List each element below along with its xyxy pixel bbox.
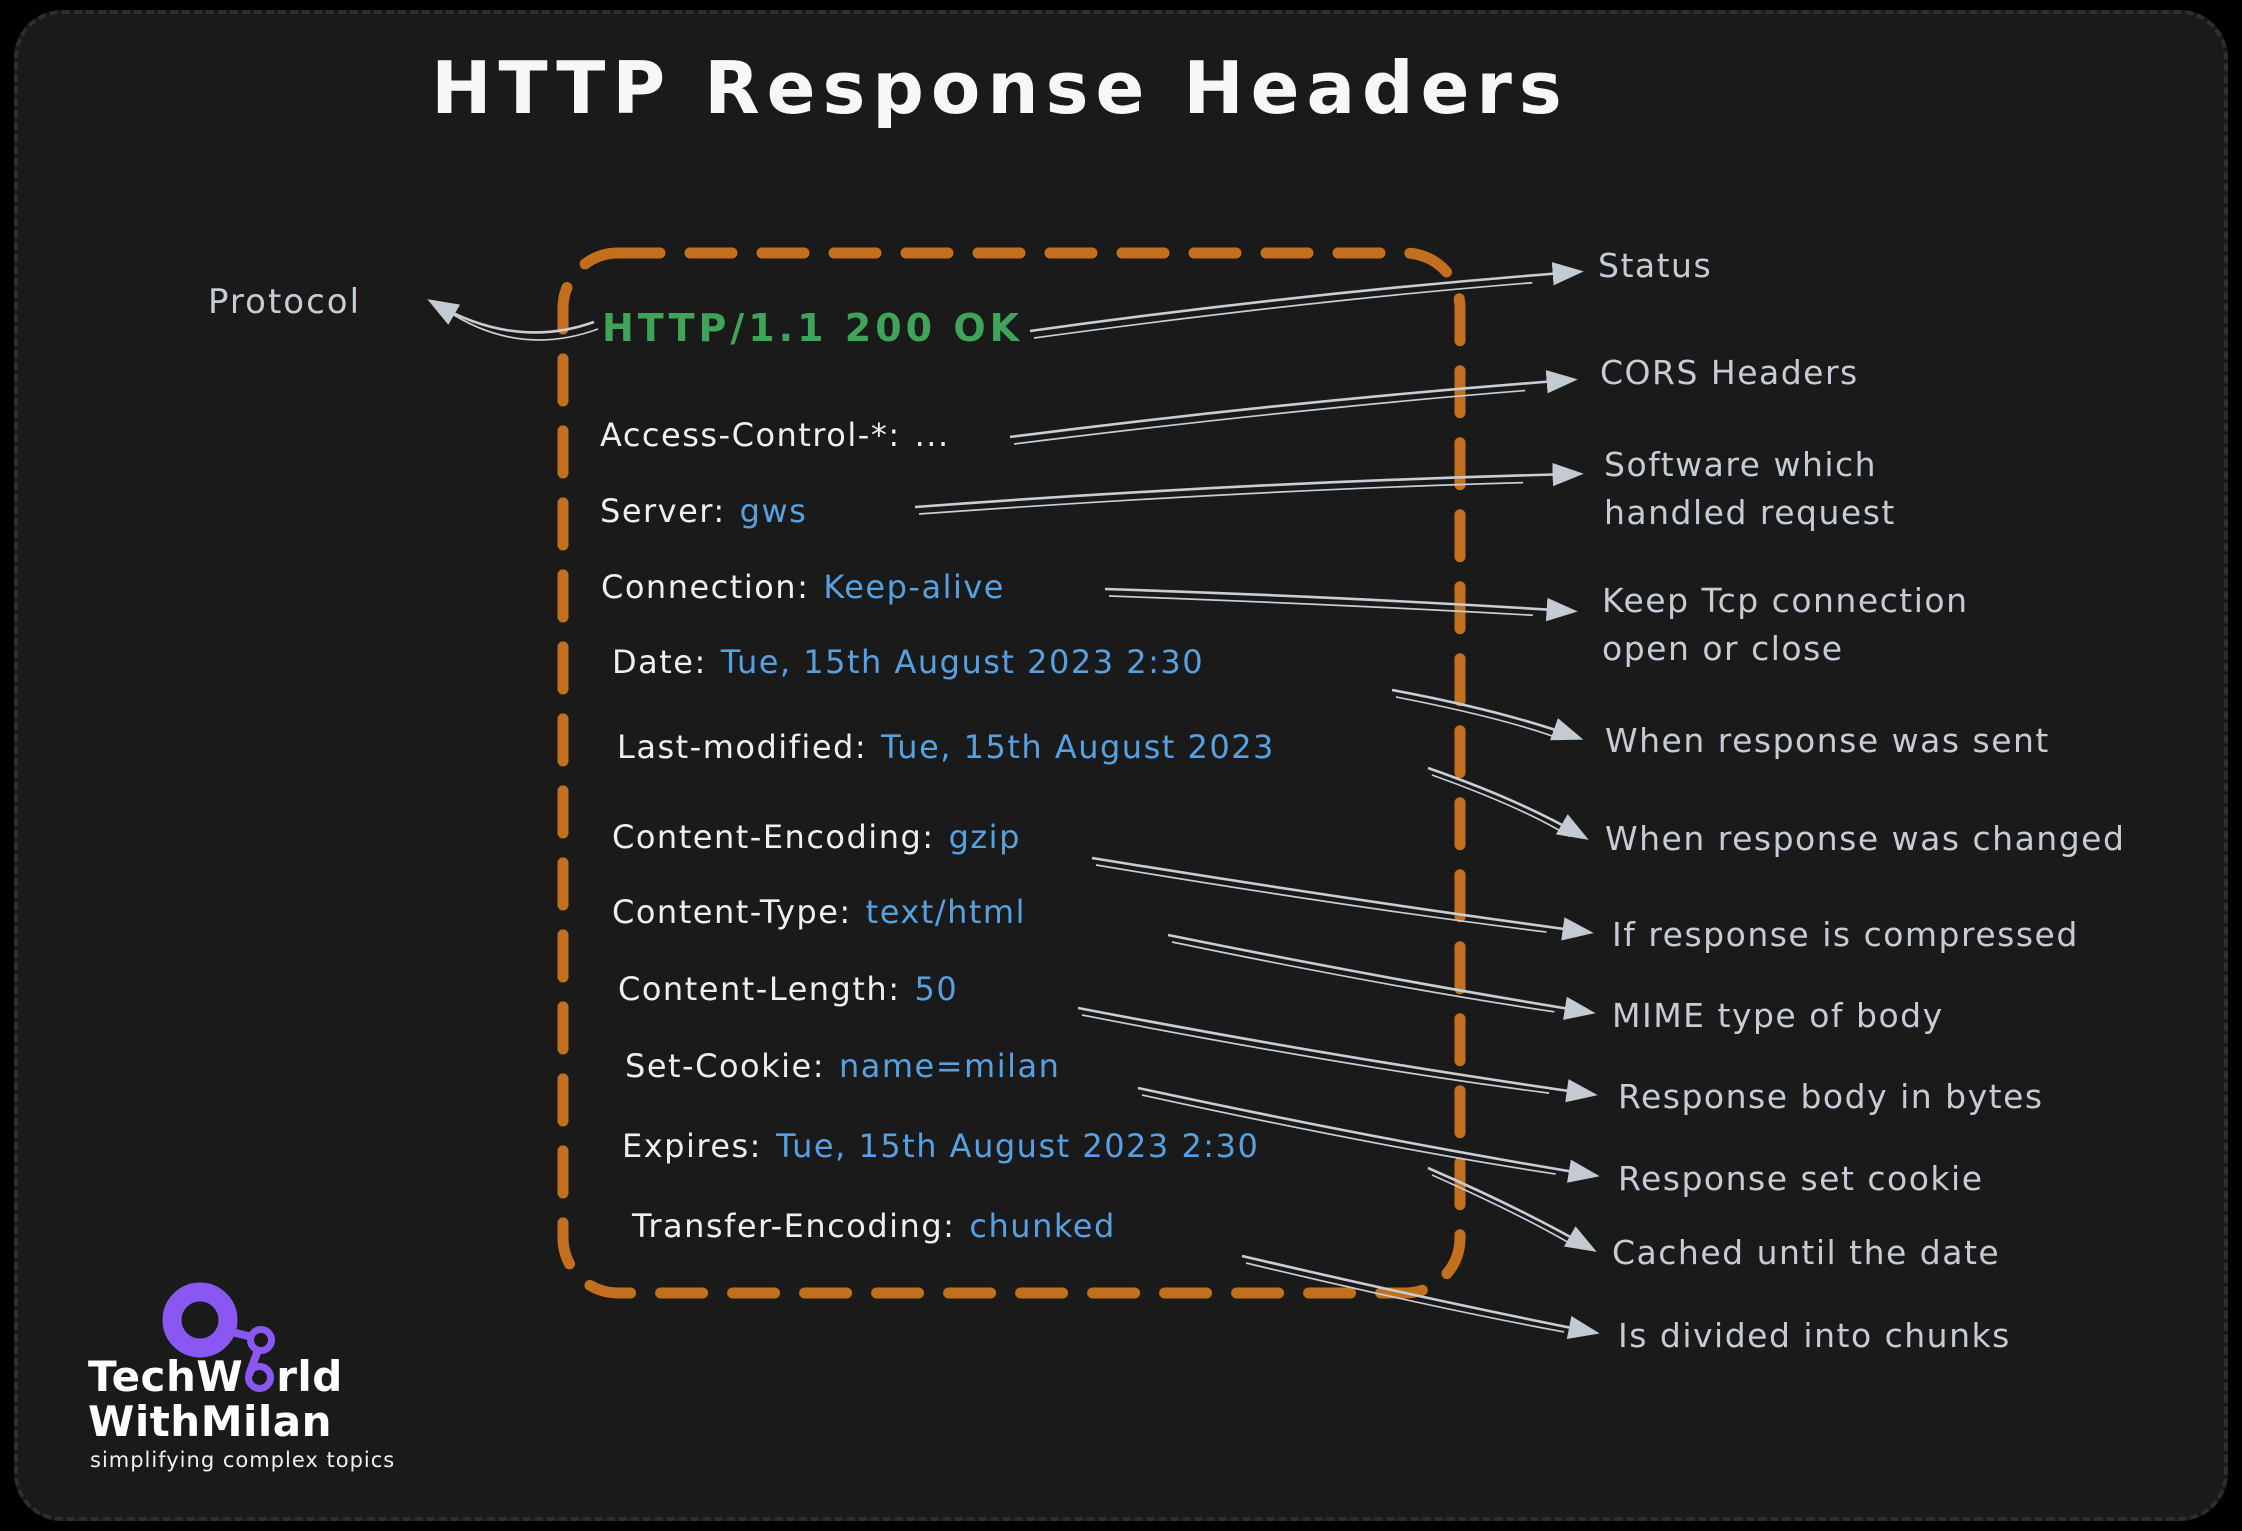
page-title: HTTP Response Headers — [431, 46, 1569, 130]
header-value: gzip — [948, 818, 1021, 856]
header-name: Content-Encoding: — [612, 818, 935, 856]
annotation-line: When response was sent — [1605, 721, 2050, 760]
techworld-logo-text: TechW rld WithMilan — [88, 1354, 343, 1444]
header-name: Date: — [612, 643, 707, 681]
annotation-software-handled-request: Software which handled request — [1604, 441, 1896, 537]
annotation-line: When response was changed — [1605, 819, 2126, 858]
header-value: Tue, 15th August 2023 2:30 — [720, 643, 1205, 681]
header-value: Tue, 15th August 2023 — [881, 728, 1275, 766]
annotation-line: Is divided into chunks — [1618, 1316, 2011, 1355]
header-row-date: Date: Tue, 15th August 2023 2:30 — [612, 643, 1204, 681]
header-row-expires: Expires: Tue, 15th August 2023 2:30 — [622, 1127, 1259, 1165]
annotation-line: Cached until the date — [1612, 1233, 2001, 1272]
header-name: Expires: — [622, 1127, 762, 1165]
annotation-line: handled request — [1604, 493, 1896, 532]
annotation-cached-until: Cached until the date — [1612, 1229, 2000, 1277]
header-value: 50 — [914, 970, 959, 1008]
header-row-server: Server: gws — [600, 492, 807, 530]
header-row-content-encoding: Content-Encoding: gzip — [612, 818, 1021, 856]
annotation-if-compressed: If response is compressed — [1612, 911, 2079, 959]
annotation-line: Keep Tcp connection — [1602, 581, 1969, 620]
annotation-line: Response body in bytes — [1618, 1077, 2044, 1116]
annotation-mime-type: MIME type of body — [1612, 992, 1944, 1040]
header-row-last-modified: Last-modified: Tue, 15th August 2023 — [617, 728, 1275, 766]
techworld-logo-icon — [162, 1282, 275, 1377]
annotation-line: Status — [1598, 246, 1713, 285]
annotation-when-response-changed: When response was changed — [1605, 815, 2125, 863]
annotation-line: CORS Headers — [1600, 353, 1859, 392]
header-name: Transfer-Encoding: — [632, 1207, 956, 1245]
header-name: Connection: — [601, 568, 810, 606]
protocol-label: Protocol — [208, 282, 362, 322]
logo-line1-pre: TechW — [88, 1352, 244, 1401]
header-name: Content-Length: — [618, 970, 901, 1008]
annotation-line: If response is compressed — [1612, 915, 2079, 954]
annotation-keep-tcp-connection: Keep Tcp connection open or close — [1602, 577, 1969, 673]
header-value: ... — [914, 416, 950, 454]
annotation-body-bytes: Response body in bytes — [1618, 1073, 2044, 1121]
logo-o-ring-icon — [245, 1363, 275, 1392]
status-line: HTTP/1.1 200 OK — [602, 306, 1024, 350]
annotation-line: open or close — [1602, 629, 1844, 668]
header-value: Keep-alive — [823, 568, 1005, 606]
header-row-content-length: Content-Length: 50 — [618, 970, 958, 1008]
header-row-set-cookie: Set-Cookie: name=milan — [625, 1047, 1060, 1085]
header-row-content-type: Content-Type: text/html — [612, 893, 1026, 931]
header-name: Content-Type: — [612, 893, 852, 931]
annotation-cors-headers: CORS Headers — [1600, 349, 1859, 397]
header-name: Set-Cookie: — [625, 1047, 825, 1085]
logo-line1-post: rld — [276, 1352, 343, 1401]
header-name: Access-Control-*: — [600, 416, 901, 454]
header-name: Server: — [600, 492, 726, 530]
header-value: name=milan — [838, 1047, 1061, 1085]
logo-line2: WithMilan — [88, 1397, 333, 1446]
annotation-line: MIME type of body — [1612, 996, 1944, 1035]
header-value: text/html — [865, 893, 1026, 931]
header-value: Tue, 15th August 2023 2:30 — [775, 1127, 1260, 1165]
annotation-line: Response set cookie — [1618, 1159, 1984, 1198]
header-row-connection: Connection: Keep-alive — [601, 568, 1005, 606]
annotation-when-response-sent: When response was sent — [1605, 717, 2050, 765]
annotation-divided-chunks: Is divided into chunks — [1618, 1312, 2011, 1360]
annotation-line: Software which — [1604, 445, 1878, 484]
header-row-transfer-encoding: Transfer-Encoding: chunked — [632, 1207, 1116, 1245]
annotation-set-cookie: Response set cookie — [1618, 1155, 1984, 1203]
header-value: chunked — [969, 1207, 1116, 1245]
logo-tagline: simplifying complex topics — [90, 1448, 396, 1472]
header-row-access-control: Access-Control-*:... — [600, 416, 950, 454]
annotation-status: Status — [1598, 242, 1712, 290]
header-name: Last-modified: — [617, 728, 868, 766]
header-value: gws — [739, 492, 808, 530]
logo-line1: TechW rld — [88, 1354, 343, 1399]
